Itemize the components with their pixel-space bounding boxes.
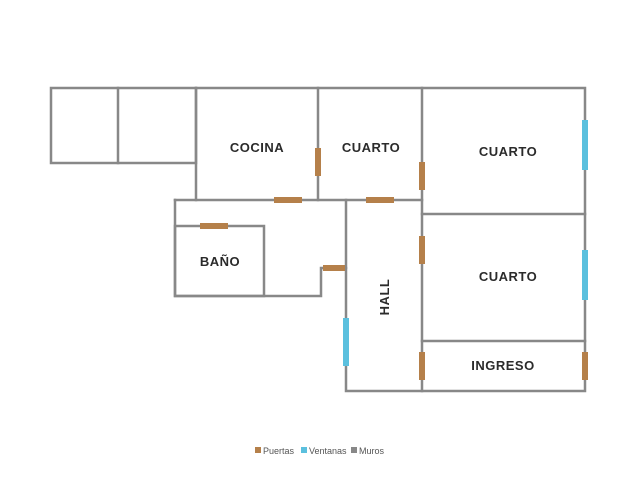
window-hall: [343, 318, 349, 366]
door-hall-ingreso: [419, 352, 425, 380]
wall-top-outer: [194, 86, 587, 393]
door-hall-small: [323, 265, 345, 271]
door-cuarto-bottom: [366, 197, 394, 203]
window-cuarto-middle: [582, 250, 588, 300]
door-kitchen-bottom: [274, 197, 302, 203]
label-cocina: COCINA: [230, 140, 284, 155]
label-cuarto-3: CUARTO: [479, 269, 537, 284]
label-hall: HALL: [377, 279, 392, 316]
doors: [200, 148, 588, 380]
door-cuarto-cuarto: [419, 162, 425, 190]
walls: [49, 86, 587, 393]
legend-windows-label: Ventanas: [309, 446, 347, 456]
door-kitchen-cuarto: [315, 148, 321, 176]
legend-wall-swatch: [351, 447, 357, 453]
legend: Puertas Ventanas Muros: [255, 446, 385, 456]
wall-storage-outline: [49, 86, 198, 165]
wall-bath-block: [173, 198, 348, 298]
legend-window-swatch: [301, 447, 307, 453]
door-hall-cuarto: [419, 236, 425, 264]
legend-doors-label: Puertas: [263, 446, 295, 456]
door-ingreso-outside: [582, 352, 588, 380]
room-labels: COCINA CUARTO CUARTO CUARTO BAÑO HALL IN…: [200, 140, 537, 373]
windows: [343, 120, 588, 366]
label-cuarto-2: CUARTO: [479, 144, 537, 159]
label-bano: BAÑO: [200, 254, 240, 269]
label-ingreso: INGRESO: [471, 358, 534, 373]
legend-walls-label: Muros: [359, 446, 385, 456]
door-bath: [200, 223, 228, 229]
label-cuarto-1: CUARTO: [342, 140, 400, 155]
window-cuarto-top: [582, 120, 588, 170]
legend-door-swatch: [255, 447, 261, 453]
